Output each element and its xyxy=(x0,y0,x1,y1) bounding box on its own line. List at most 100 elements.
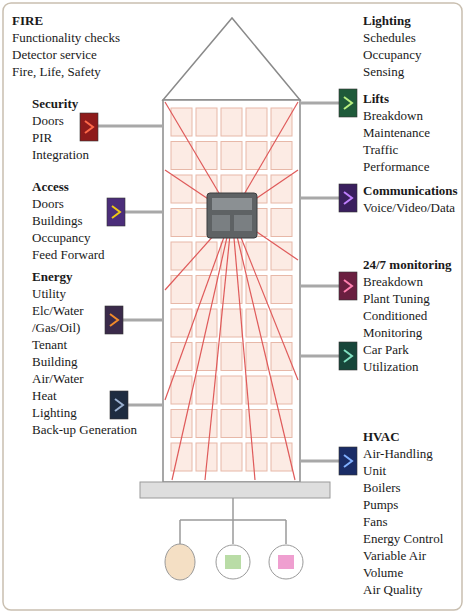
utility-meters xyxy=(165,544,303,580)
feature-item: Occupancy xyxy=(363,46,461,63)
window xyxy=(246,142,267,170)
window xyxy=(196,276,217,304)
feature-item: Occupancy xyxy=(32,229,152,246)
feature-item: Heat xyxy=(32,387,160,404)
system-icon xyxy=(339,342,357,370)
feature-item: Utilization xyxy=(363,358,459,375)
feature-item: Performance xyxy=(363,158,461,175)
feature-item: PIR xyxy=(32,129,152,146)
feature-item: Voice/Video/Data xyxy=(363,199,459,216)
window xyxy=(246,309,267,337)
feature-item: Breakdown xyxy=(363,107,461,124)
control-wires xyxy=(165,102,298,480)
feature-item: Monitoring xyxy=(363,324,459,341)
window xyxy=(171,376,192,404)
category-heading: HVAC xyxy=(363,428,459,445)
label-group: FIREFunctionality checksDetector service… xyxy=(12,12,162,80)
feature-item: Building xyxy=(32,353,160,370)
feature-item: Plant Tuning xyxy=(363,290,459,307)
label-group: AccessDoorsBuildingsOccupancyFeed Forwar… xyxy=(32,178,152,263)
feature-item: Energy Control xyxy=(363,530,459,547)
window xyxy=(221,343,242,371)
label-group: 24/7 monitoringBreakdownPlant TuningCond… xyxy=(363,256,459,375)
window xyxy=(271,443,292,471)
category-heading: Communications xyxy=(363,182,459,199)
feature-item: Elc/Water /Gas/Oil) xyxy=(32,302,104,336)
window xyxy=(171,443,192,471)
window xyxy=(196,410,217,438)
feature-item: Fans xyxy=(363,513,459,530)
system-icon xyxy=(339,89,357,117)
control-wire xyxy=(165,215,232,290)
feature-item: Functionality checks xyxy=(12,29,162,46)
base-slab xyxy=(140,482,330,498)
category-heading: 24/7 monitoring xyxy=(363,256,459,273)
feature-item: Breakdown xyxy=(363,273,459,290)
window xyxy=(271,209,292,237)
window xyxy=(271,175,292,203)
feature-item: Doors xyxy=(32,112,152,129)
controller-panel xyxy=(212,215,230,231)
window xyxy=(171,209,192,237)
system-icons xyxy=(80,89,357,475)
window xyxy=(271,108,292,136)
feature-item: Sensing xyxy=(363,63,461,80)
system-icon xyxy=(107,198,125,226)
feature-item: Tenant xyxy=(32,336,160,353)
feature-item: Traffic xyxy=(363,141,461,158)
feature-item: Conditioned xyxy=(363,307,459,324)
window xyxy=(221,410,242,438)
feature-item: Air Quality xyxy=(363,581,459,598)
frame xyxy=(3,3,462,610)
feature-item: Integration xyxy=(32,146,152,163)
controller-panel xyxy=(234,215,252,231)
feature-item: Car Park xyxy=(363,341,459,358)
system-icon xyxy=(339,272,357,300)
system-icon xyxy=(339,447,357,475)
window xyxy=(171,242,192,270)
window xyxy=(196,108,217,136)
label-group: LightingSchedulesOccupancySensing xyxy=(363,12,461,80)
window xyxy=(171,343,192,371)
label-group: LiftsBreakdownMaintenanceTrafficPerforma… xyxy=(363,90,461,175)
system-icon xyxy=(80,113,98,141)
window xyxy=(271,142,292,170)
category-heading: Security xyxy=(32,95,152,112)
feature-item: Pumps xyxy=(363,496,459,513)
feature-item: Lighting xyxy=(32,404,160,421)
controller xyxy=(207,193,257,238)
category-heading: Lifts xyxy=(363,90,461,107)
feature-item: Doors xyxy=(32,195,152,212)
window xyxy=(271,242,292,270)
window xyxy=(246,242,267,270)
window xyxy=(171,175,192,203)
label-group: SecurityDoorsPIRIntegration xyxy=(32,95,152,163)
window xyxy=(221,142,242,170)
feature-item: Feed Forward xyxy=(32,246,152,263)
label-group: CommunicationsVoice/Video/Data xyxy=(363,182,459,216)
feature-item: Boilers xyxy=(363,479,459,496)
window xyxy=(271,276,292,304)
control-wire xyxy=(165,215,232,400)
building-body xyxy=(163,100,300,482)
window xyxy=(171,142,192,170)
system-icon xyxy=(339,184,357,212)
window xyxy=(271,309,292,337)
window-grid xyxy=(171,108,292,471)
window xyxy=(246,376,267,404)
label-group: EnergyUtilityElc/Water /Gas/Oil)TenantBu… xyxy=(32,268,160,438)
feature-item: Back-up Generation xyxy=(32,421,160,438)
control-wire xyxy=(232,215,255,480)
window xyxy=(196,142,217,170)
feature-item: Maintenance xyxy=(363,124,461,141)
control-wire xyxy=(205,215,232,480)
window xyxy=(171,108,192,136)
feature-item: Air/Water xyxy=(32,370,160,387)
category-heading: Lighting xyxy=(363,12,461,29)
feature-item: Variable Air Volume xyxy=(363,547,459,581)
window xyxy=(221,376,242,404)
system-icon xyxy=(110,391,128,419)
category-heading: Access xyxy=(32,178,152,195)
window xyxy=(221,309,242,337)
